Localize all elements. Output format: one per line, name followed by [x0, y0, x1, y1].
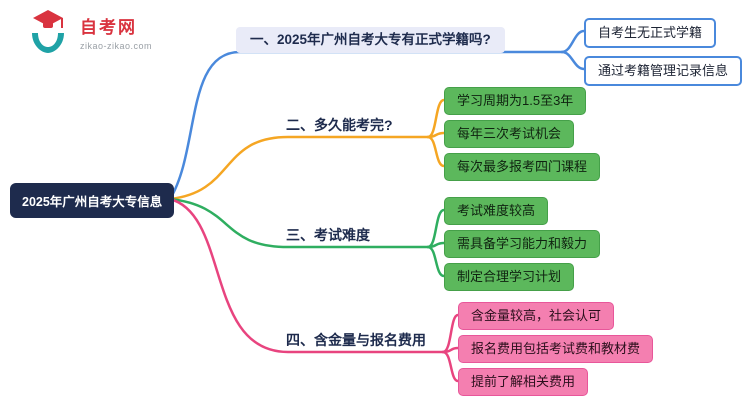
branch-3-child-3: 制定合理学习计划	[444, 263, 575, 291]
branch-2-child-2: 每年三次考试机会	[444, 120, 575, 148]
branch-1-child-1: 自考生无正式学籍	[584, 18, 717, 48]
logo-icon	[32, 10, 64, 53]
branch-4-header: 四、含金量与报名费用	[286, 332, 426, 348]
logo-title: 自考网	[80, 18, 137, 37]
branch-2-child-3: 每次最多报考四门课程	[444, 153, 601, 181]
branch-1-child-2: 通过考籍管理记录信息	[584, 56, 743, 86]
logo-subtitle: zikao-zikao.com	[80, 41, 153, 51]
branch-1-lines	[168, 29, 586, 201]
branch-3-header: 三、考试难度	[286, 227, 370, 243]
branch-3-child-2: 需具备学习能力和毅力	[444, 230, 601, 258]
branch-4-child-3: 提前了解相关费用	[458, 368, 589, 396]
logo-text: 自考网 zikao-zikao.com	[80, 13, 152, 51]
root-node: 2025年广州自考大专信息	[10, 183, 175, 218]
branch-3-child-1: 考试难度较高	[444, 197, 549, 225]
branch-1-header: 一、2025年广州自考大专有正式学籍吗?	[236, 27, 505, 53]
branch-4-lines	[168, 197, 460, 383]
site-logo: 自考网 zikao-zikao.com	[24, 8, 152, 56]
branch-3-lines	[168, 197, 446, 278]
branch-4-child-2: 报名费用包括考试费和教材费	[458, 335, 654, 363]
branch-2-lines	[168, 98, 446, 201]
branch-2-child-1: 学习周期为1.5至3年	[444, 87, 587, 115]
branch-4-child-1: 含金量较高，社会认可	[458, 302, 615, 330]
branch-2-header: 二、多久能考完?	[286, 117, 393, 133]
